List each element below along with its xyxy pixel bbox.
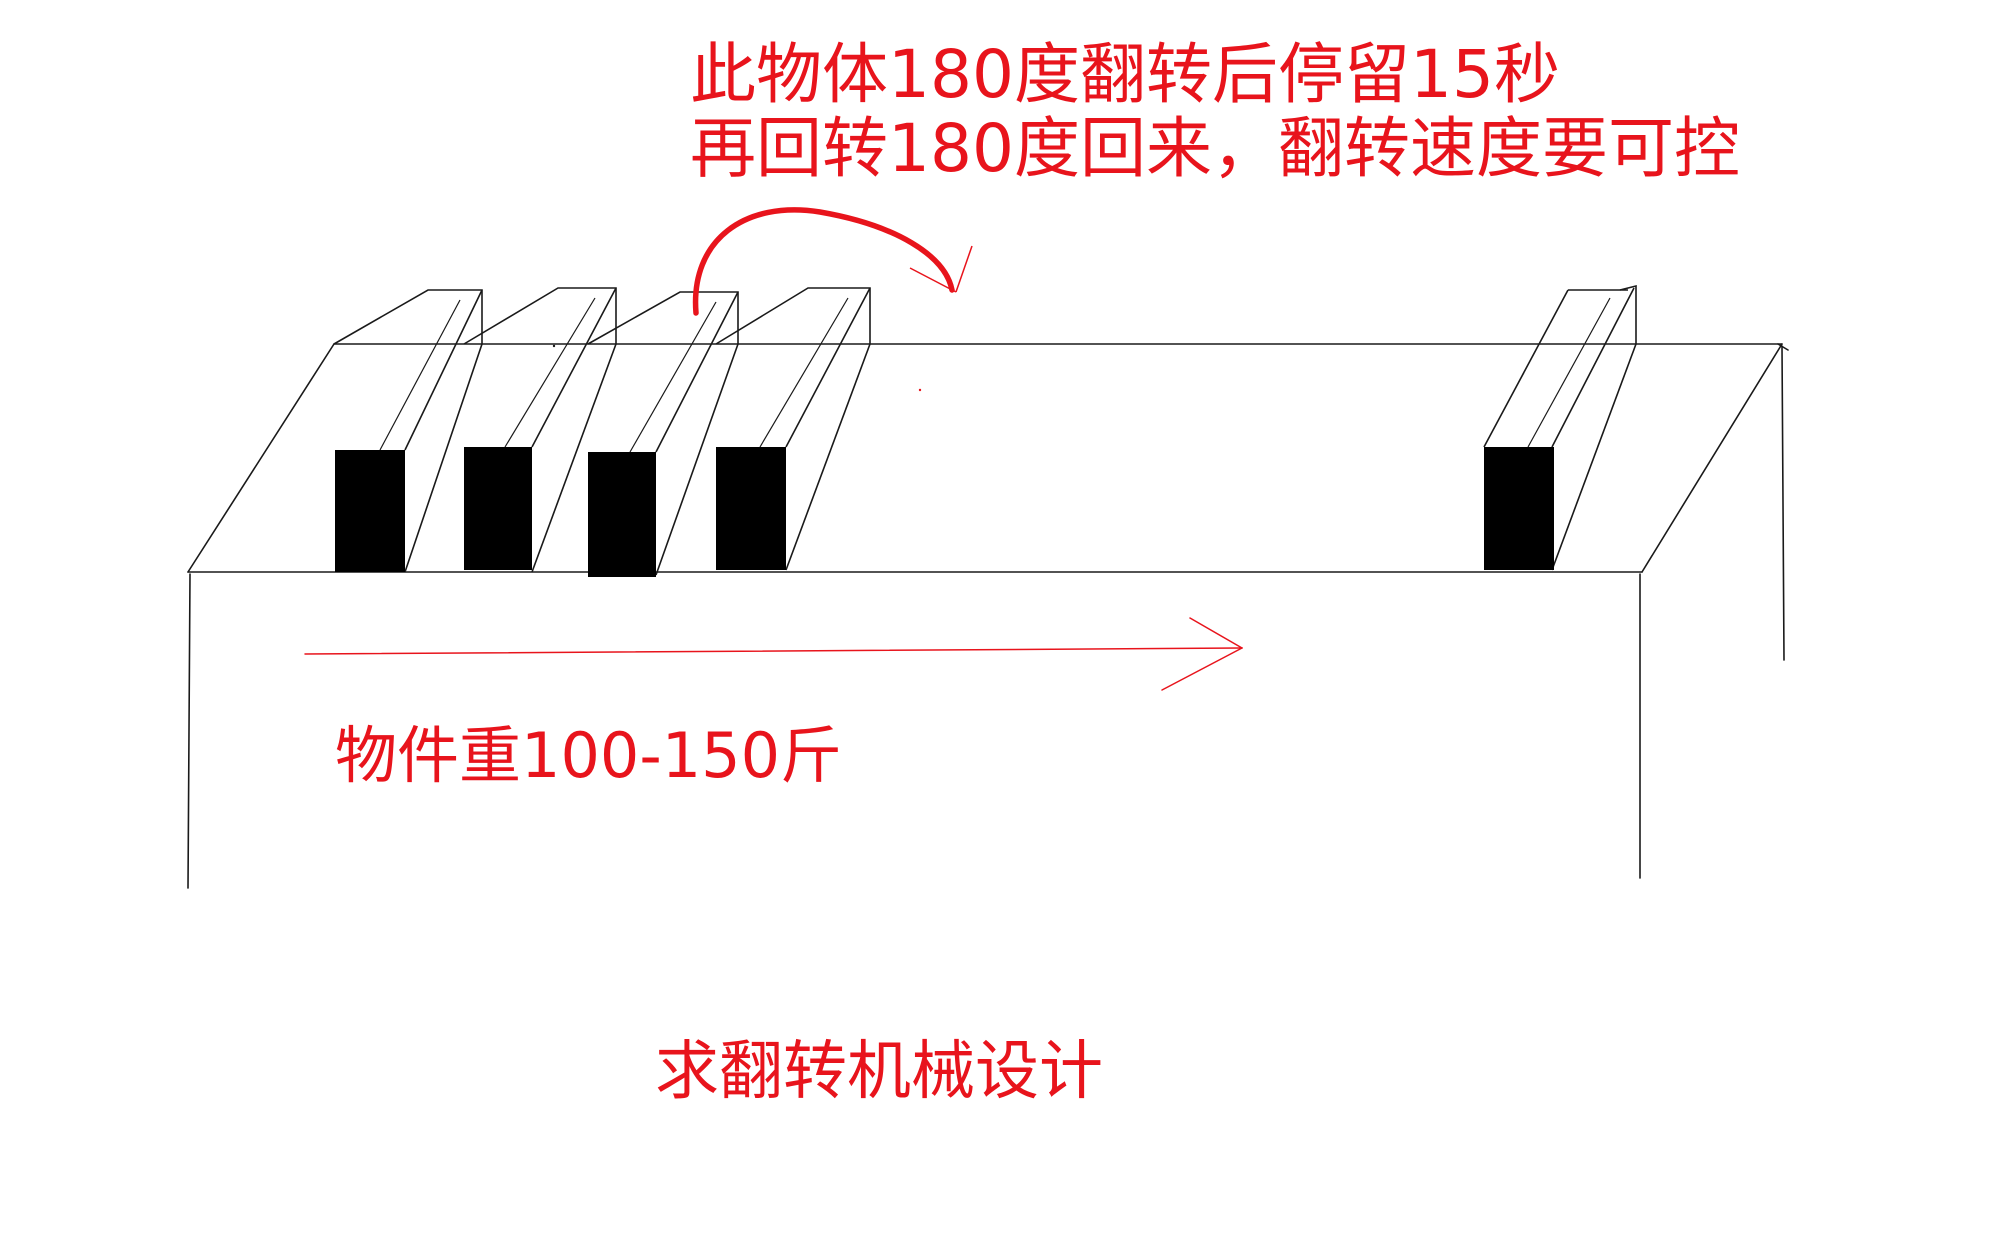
- stray-dot: [552, 344, 556, 348]
- design-request-label: 求翻转机械设计: [655, 1035, 1103, 1109]
- flip-instruction-line-2: 再回转180度回来，翻转速度要可控: [690, 110, 1740, 187]
- weight-label: 物件重100-150斤: [335, 719, 843, 792]
- block-3-face: [588, 452, 656, 577]
- block-2: [463, 287, 617, 573]
- block-1: [333, 289, 483, 573]
- table-outline: [187, 343, 1789, 889]
- block-2-face: [464, 447, 532, 570]
- stray-dot: [918, 388, 922, 392]
- block-5: [1483, 284, 1637, 571]
- block-1-face: [335, 450, 405, 572]
- flip-instruction-line-1: 此物体180度翻转后停留15秒: [690, 36, 1560, 113]
- direction-arrow: [304, 617, 1243, 691]
- block-4-face: [716, 447, 786, 570]
- block-3: [587, 291, 739, 577]
- rotation-arrow: [692, 207, 973, 316]
- block-4: [715, 287, 871, 571]
- block-5-face: [1484, 447, 1554, 570]
